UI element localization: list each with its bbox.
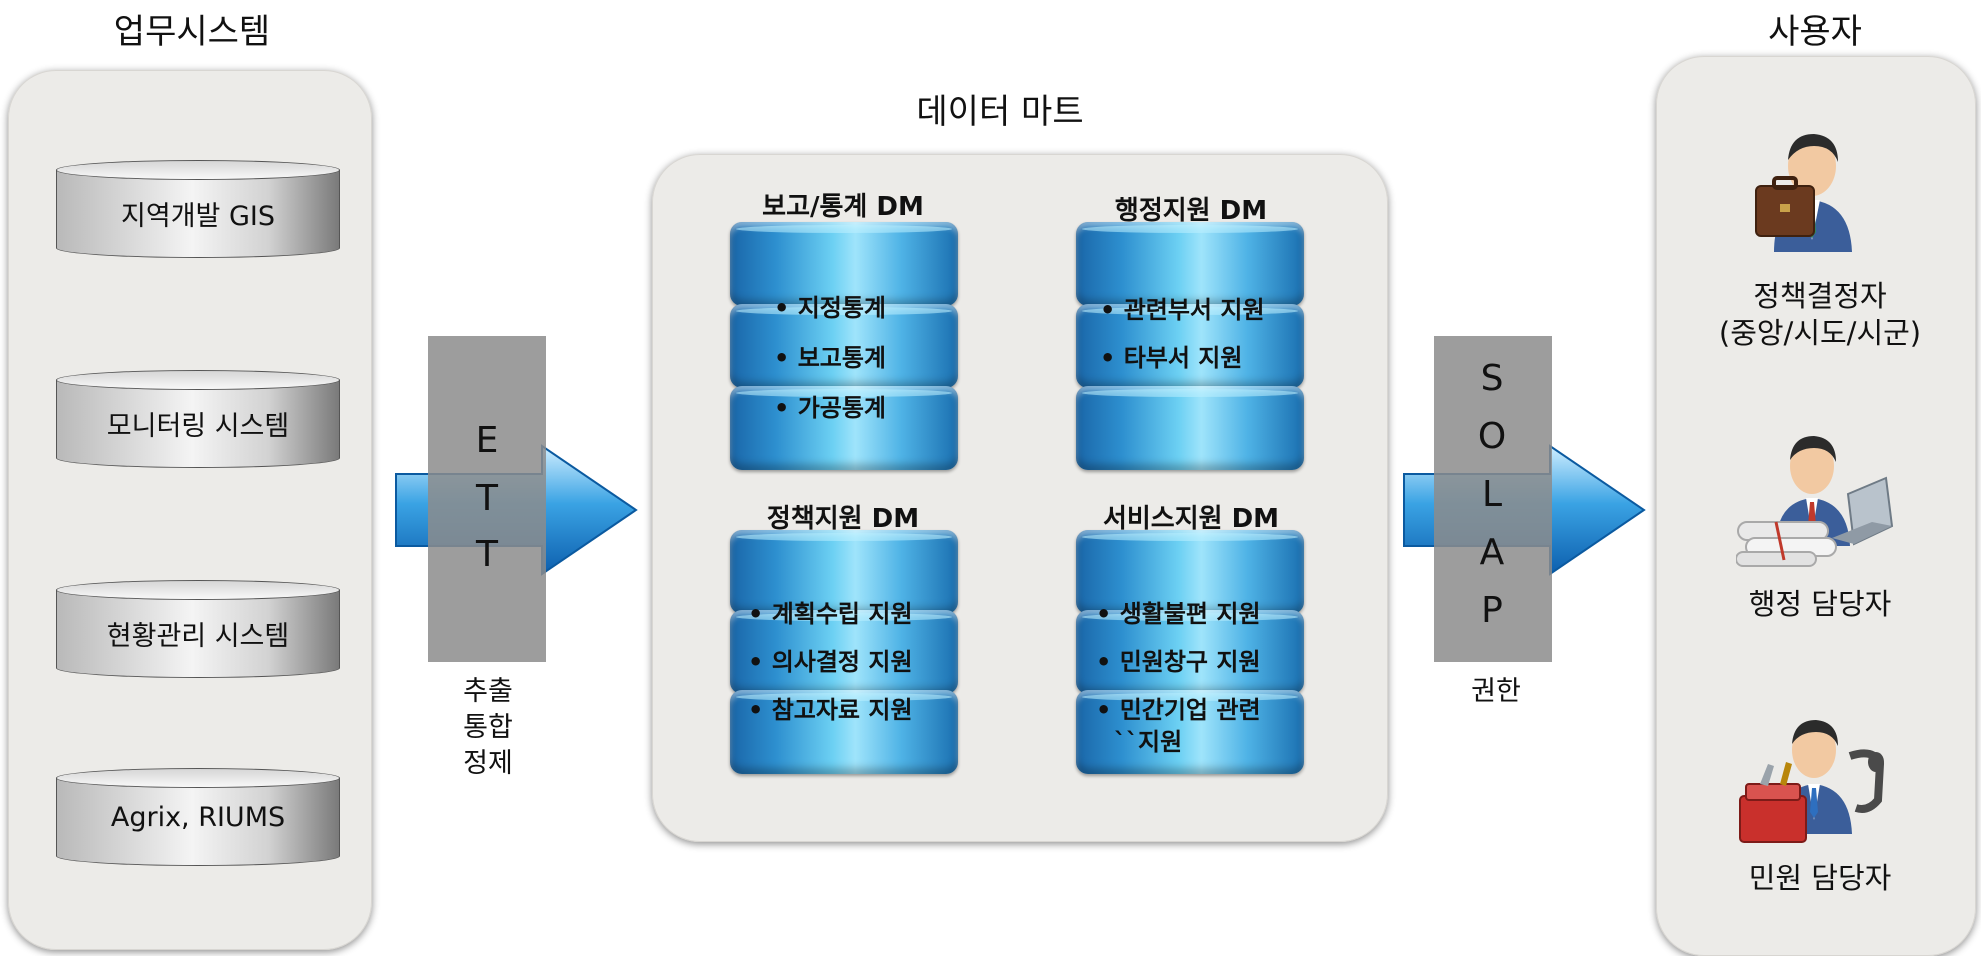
system-label: 모니터링 시스템 [106, 411, 290, 442]
solap-letter: A [1479, 532, 1505, 573]
dm-item: • 생활불편 지원 [1096, 600, 1261, 628]
system-cylinder-gis: 지역개발 GIS [56, 160, 340, 268]
solap-caption: 권한 [1471, 676, 1521, 707]
dm-title: 서비스지원 DM [1102, 504, 1280, 534]
dm-item: • 타부서 지원 [1100, 344, 1243, 372]
business-systems-panel: 지역개발 GIS 모니터링 시스템 현황관리 시스템 Agrix, RIUMS [8, 70, 372, 950]
dm-item: • 민원창구 지원 [1096, 648, 1261, 676]
dm-title: 행정지원 DM [1114, 196, 1268, 226]
dm-item: • 참고자료 지원 [748, 696, 913, 724]
dm-title: 보고/통계 DM [762, 192, 924, 222]
system-label: Agrix, RIUMS [110, 802, 286, 833]
ett-letter: T [476, 534, 498, 575]
dm-item: • 지정통계 [774, 294, 887, 322]
heading-data-mart: 데이터 마트 [916, 92, 1084, 132]
solap-letter: S [1480, 358, 1504, 399]
system-label: 지역개발 GIS [121, 201, 275, 232]
user-label-line: (중앙/시도/시군) [1718, 316, 1922, 350]
businessman-briefcase-icon [1755, 134, 1852, 252]
dm-item: • 계획수립 지원 [748, 600, 913, 628]
ett-column: E T T [428, 336, 546, 662]
dm-title: 정책지원 DM [766, 504, 920, 534]
user-label-civil: 민원 담당자 [1748, 861, 1892, 895]
ett-letter: T [476, 478, 498, 519]
solap-column: S O L A P [1434, 336, 1552, 662]
dm-item: • 의사결정 지원 [748, 648, 913, 676]
dm-item: ``지원 [1114, 728, 1183, 756]
user-label-policy-maker: 정책결정자 (중앙/시도/시군) [1700, 278, 1940, 352]
solap-letter: O [1477, 416, 1507, 457]
businessman-toolbox-phone-icon [1739, 720, 1885, 843]
heading-business-systems: 업무시스템 [113, 12, 271, 52]
heading-users: 사용자 [1768, 12, 1862, 52]
system-cylinder-agrix: Agrix, RIUMS [56, 768, 340, 876]
dm-item: • 보고통계 [774, 344, 887, 372]
dm-item: • 민간기업 관련 [1096, 696, 1261, 724]
solap-letter: P [1481, 590, 1503, 631]
dm-item: • 관련부서 지원 [1100, 296, 1265, 324]
ett-letter: E [475, 420, 499, 461]
system-label: 현황관리 시스템 [106, 621, 290, 652]
businessman-laptop-icon [1736, 436, 1894, 567]
user-label-line: 정책결정자 [1753, 279, 1887, 313]
dm-item: • 가공통계 [774, 394, 887, 422]
ett-caption-line: 추출 [463, 676, 513, 707]
ett-caption-line: 통합 [463, 712, 513, 743]
ett-caption: 추출 통합 정제 [438, 674, 538, 782]
solap-letter: L [1481, 474, 1503, 515]
ett-caption-line: 정제 [463, 748, 513, 779]
system-cylinder-monitoring: 모니터링 시스템 [56, 370, 340, 478]
system-cylinder-status: 현황관리 시스템 [56, 580, 340, 688]
user-label-admin: 행정 담당자 [1748, 587, 1892, 621]
